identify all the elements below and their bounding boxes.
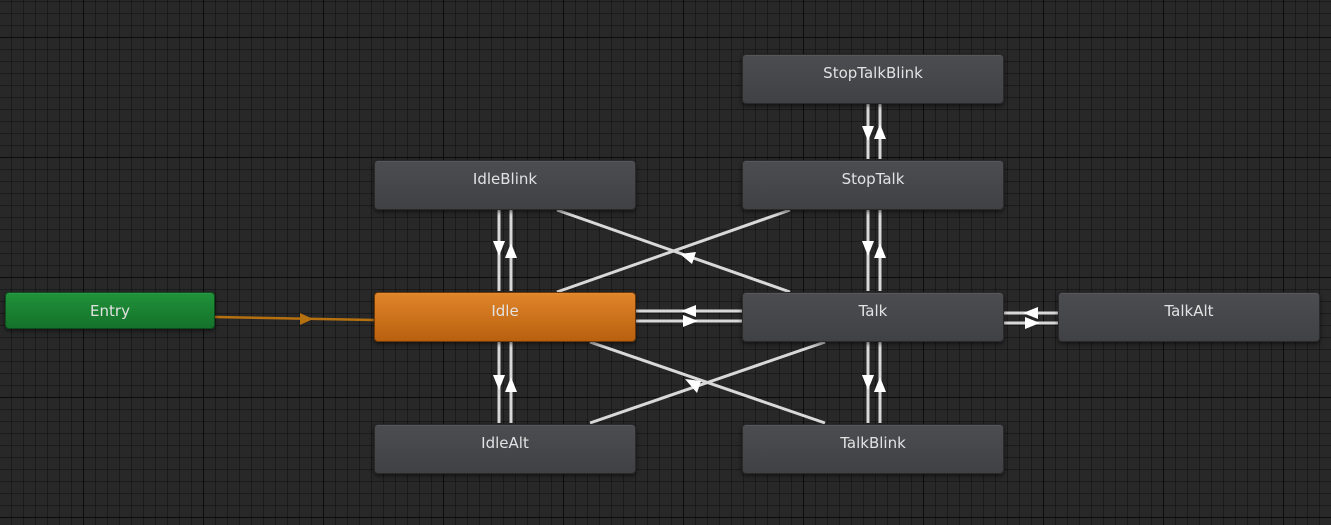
transition-talk-idlealt[interactable] bbox=[589, 340, 826, 425]
arrow-down bbox=[862, 375, 874, 390]
arrow-left bbox=[681, 305, 696, 317]
state-stop-talk[interactable]: StopTalk bbox=[742, 160, 1004, 210]
transition-stoptalk-idle[interactable] bbox=[556, 208, 791, 294]
arrow-down bbox=[493, 241, 505, 256]
state-idle-blink[interactable]: IdleBlink bbox=[374, 160, 636, 210]
arrow-down bbox=[862, 241, 874, 256]
arrow-up bbox=[874, 243, 886, 258]
arrow-right bbox=[683, 315, 698, 327]
state-talk-blink[interactable]: TalkBlink bbox=[742, 424, 1004, 474]
arrow-up bbox=[505, 377, 517, 392]
arrow-down bbox=[862, 126, 874, 141]
state-stop-talk-blink[interactable]: StopTalkBlink bbox=[742, 54, 1004, 104]
state-talk[interactable]: Talk bbox=[742, 292, 1004, 342]
arrow-up bbox=[874, 377, 886, 392]
state-entry[interactable]: Entry bbox=[5, 292, 215, 329]
arrow-down bbox=[493, 375, 505, 390]
state-idle[interactable]: Idle bbox=[374, 292, 636, 342]
state-idle-alt[interactable]: IdleAlt bbox=[374, 424, 636, 474]
arrow-up bbox=[874, 124, 886, 139]
arrow-up bbox=[505, 243, 517, 258]
transition-arrows bbox=[493, 124, 1040, 393]
transition-entry-idle-arrow bbox=[300, 313, 313, 325]
state-talk-alt[interactable]: TalkAlt bbox=[1058, 292, 1320, 342]
arrow-diagonal bbox=[685, 379, 701, 393]
transition-entry-idle[interactable] bbox=[214, 315, 375, 322]
arrow-diagonal bbox=[680, 252, 696, 264]
arrow-left bbox=[1023, 307, 1038, 319]
arrow-right bbox=[1025, 317, 1040, 329]
